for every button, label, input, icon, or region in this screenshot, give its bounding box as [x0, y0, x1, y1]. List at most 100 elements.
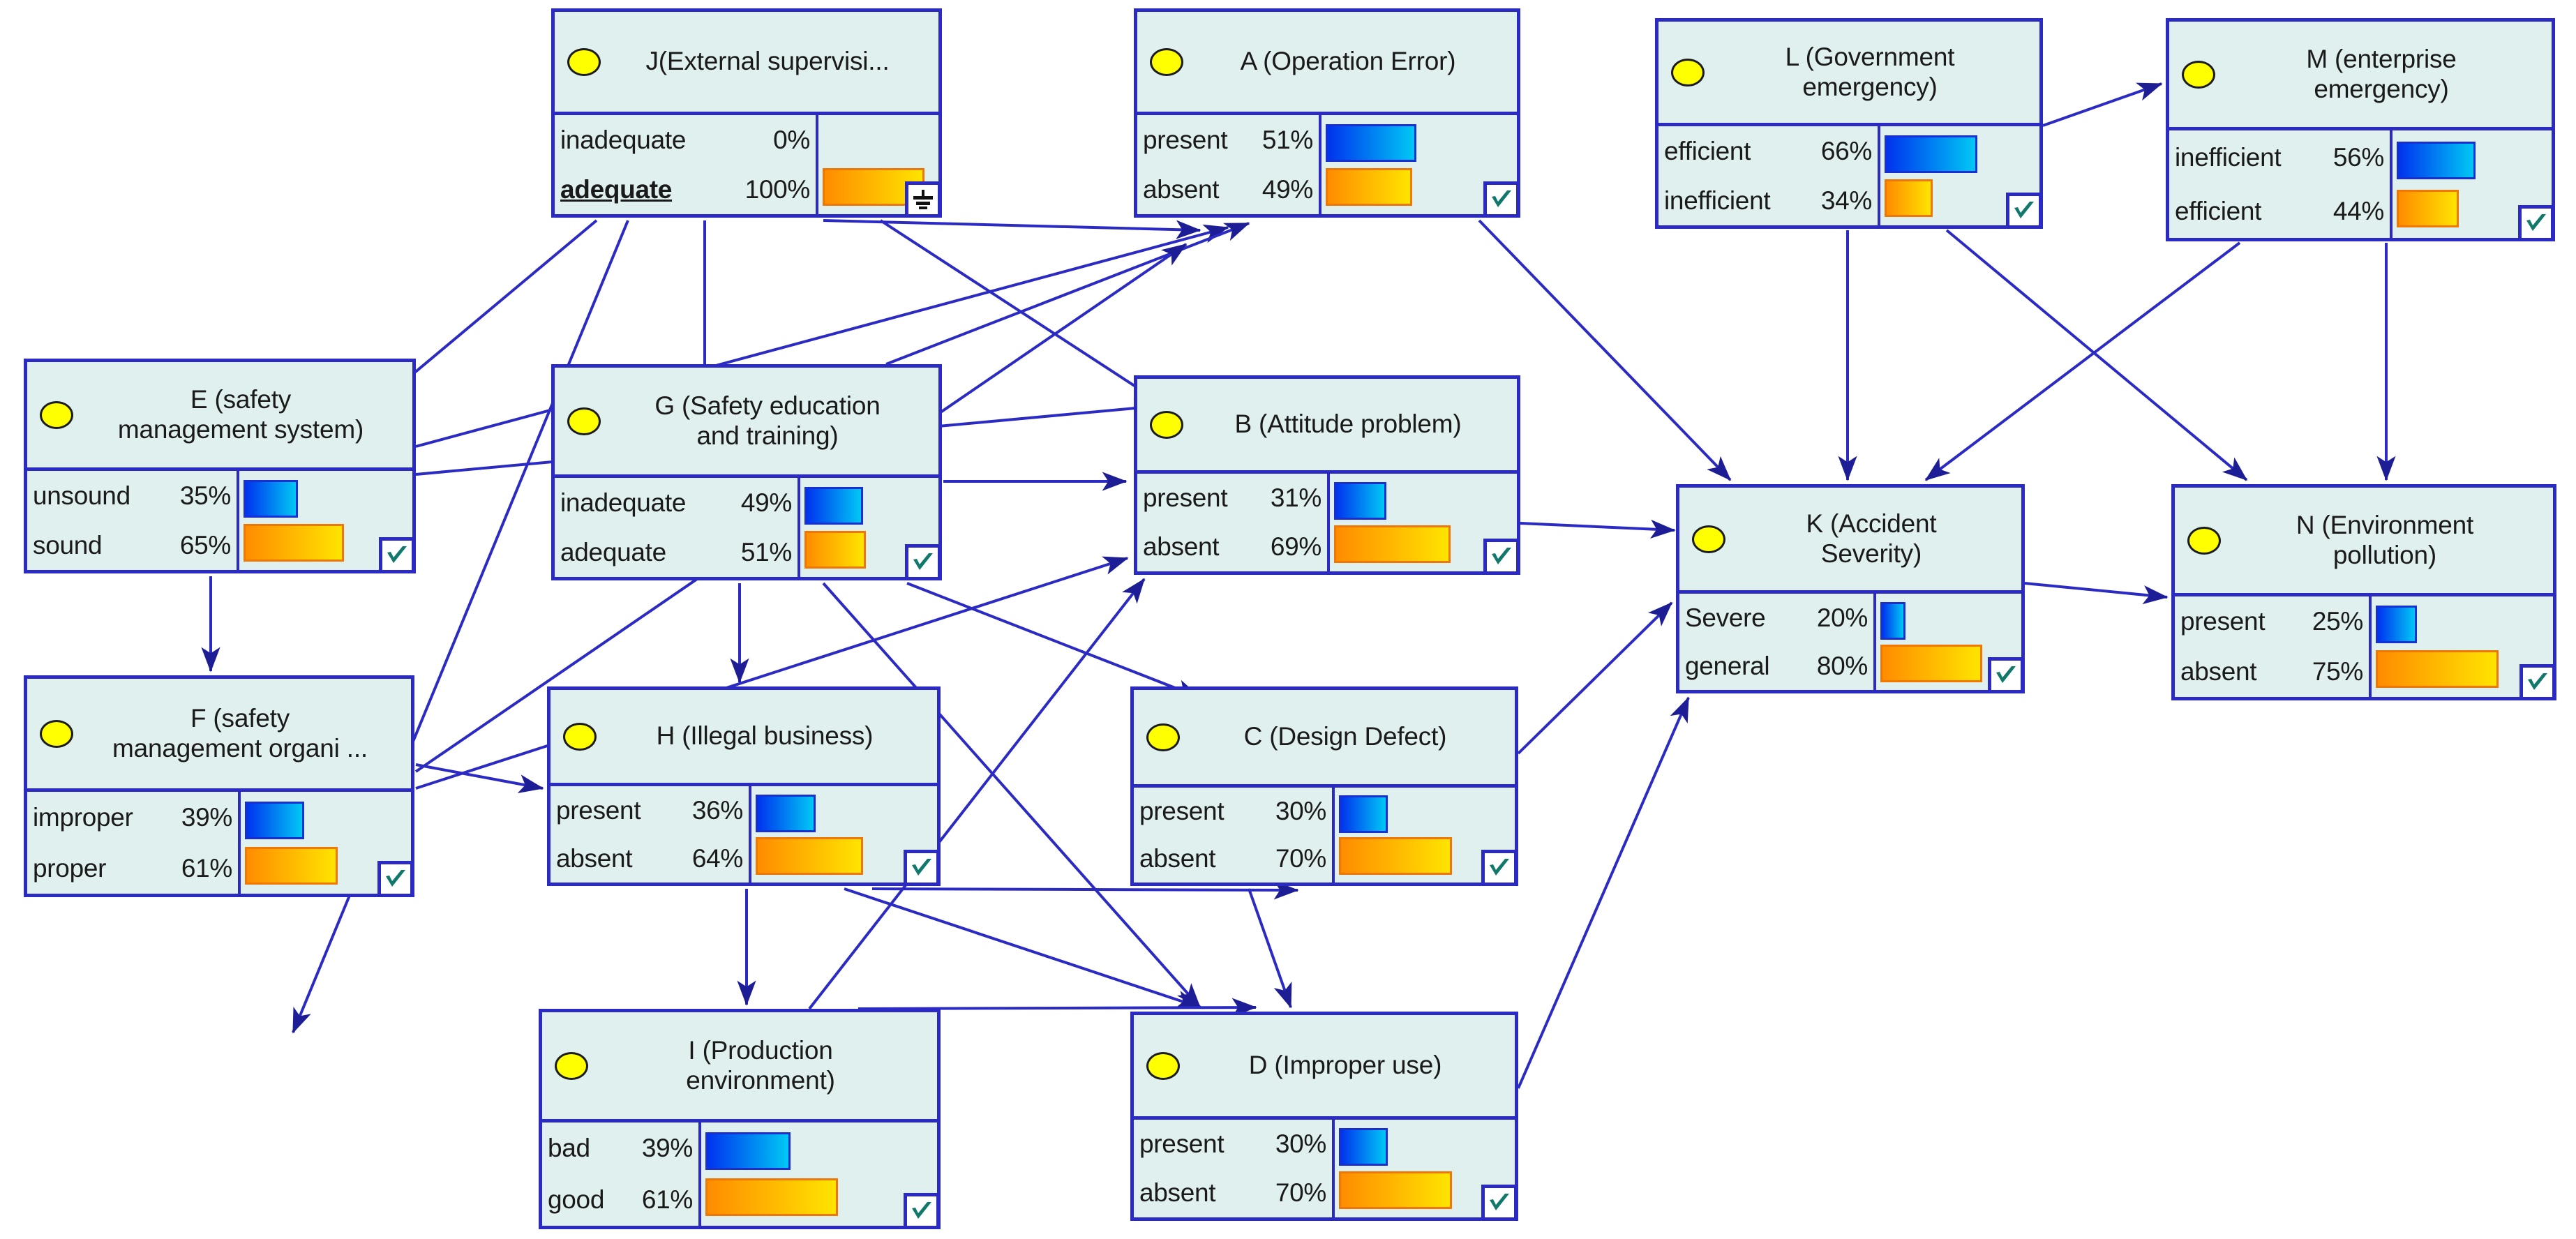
node-checkbox[interactable]: [2006, 193, 2042, 229]
node-g[interactable]: G (Safety education and training)inadequ…: [551, 364, 942, 580]
node-checkbox[interactable]: [377, 861, 414, 897]
edge-J-to-A: [823, 219, 1201, 239]
bar-chart-n: [2372, 596, 2556, 700]
node-chance-ellipse-icon: [567, 407, 601, 435]
node-title-l: L (Government emergency): [1785, 42, 1955, 101]
node-chance-ellipse-icon: [1150, 410, 1183, 439]
check-glyph: [1996, 666, 2016, 683]
node-title-f: F (safety management organi ...: [112, 703, 368, 763]
state-percent: 66%: [1820, 136, 1872, 165]
state-bar-orange: [244, 523, 344, 562]
state-bar-wrap: [804, 530, 934, 569]
node-checkbox[interactable]: [904, 850, 940, 886]
node-checkbox[interactable]: [1483, 539, 1520, 575]
state-label: efficient: [1664, 136, 1751, 165]
node-header-l: L (Government emergency): [1658, 22, 2039, 126]
edge-C-to-D: [1248, 888, 1292, 1009]
node-checkbox[interactable]: [2518, 205, 2554, 241]
bar-chart-h: [751, 786, 940, 886]
edge-M-to-K: [1924, 241, 2241, 481]
node-chance-ellipse-icon: [2187, 526, 2221, 555]
state-bar-orange: [1339, 1171, 1452, 1209]
state-bar-wrap: [1334, 525, 1513, 564]
node-l[interactable]: L (Government emergency) efficient 66% inef…: [1655, 18, 2043, 229]
evidence-ground-icon[interactable]: [905, 181, 941, 218]
node-checkbox[interactable]: [379, 537, 415, 573]
state-percent: 44%: [2332, 196, 2384, 225]
state-percent: 39%: [181, 802, 232, 832]
state-bar-blue: [804, 486, 863, 525]
state-label: absent: [556, 843, 633, 873]
state-percent: 35%: [179, 481, 231, 510]
state-label: present: [1143, 125, 1228, 154]
node-checkbox[interactable]: [1481, 1185, 1518, 1221]
state-percent: 36%: [691, 795, 743, 825]
state-percent: 100%: [744, 174, 811, 204]
node-chance-ellipse-icon: [1146, 1051, 1180, 1080]
node-checkbox[interactable]: [904, 1193, 940, 1229]
state-bar-blue: [1880, 601, 1905, 640]
edge-D-to-K: [1517, 696, 1690, 1089]
node-checkbox[interactable]: [2519, 664, 2556, 700]
state-bar-wrap: [245, 801, 407, 840]
node-checkbox[interactable]: [905, 544, 941, 580]
state-bar-blue: [1339, 1128, 1388, 1166]
state-percent: 75%: [2312, 657, 2363, 686]
state-bar-orange: [1885, 179, 1933, 217]
state-percent: 25%: [2312, 607, 2363, 636]
state-row[interactable]: efficient 66%: [1658, 133, 1878, 170]
state-row[interactable]: present 51%: [1137, 121, 1319, 159]
node-title-c: C (Design Defect): [1243, 722, 1447, 751]
state-percent: 65%: [179, 530, 231, 560]
state-percent: 51%: [1261, 125, 1313, 154]
node-checkbox[interactable]: [1483, 181, 1520, 218]
node-chance-ellipse-icon: [40, 400, 73, 429]
bar-chart-g: [800, 478, 941, 580]
bar-chart-m: [2392, 130, 2554, 241]
node-checkbox[interactable]: [1988, 657, 2024, 693]
state-bar-wrap: [2397, 141, 2547, 180]
node-checkbox[interactable]: [1481, 850, 1518, 886]
state-percent: 51%: [740, 537, 792, 566]
